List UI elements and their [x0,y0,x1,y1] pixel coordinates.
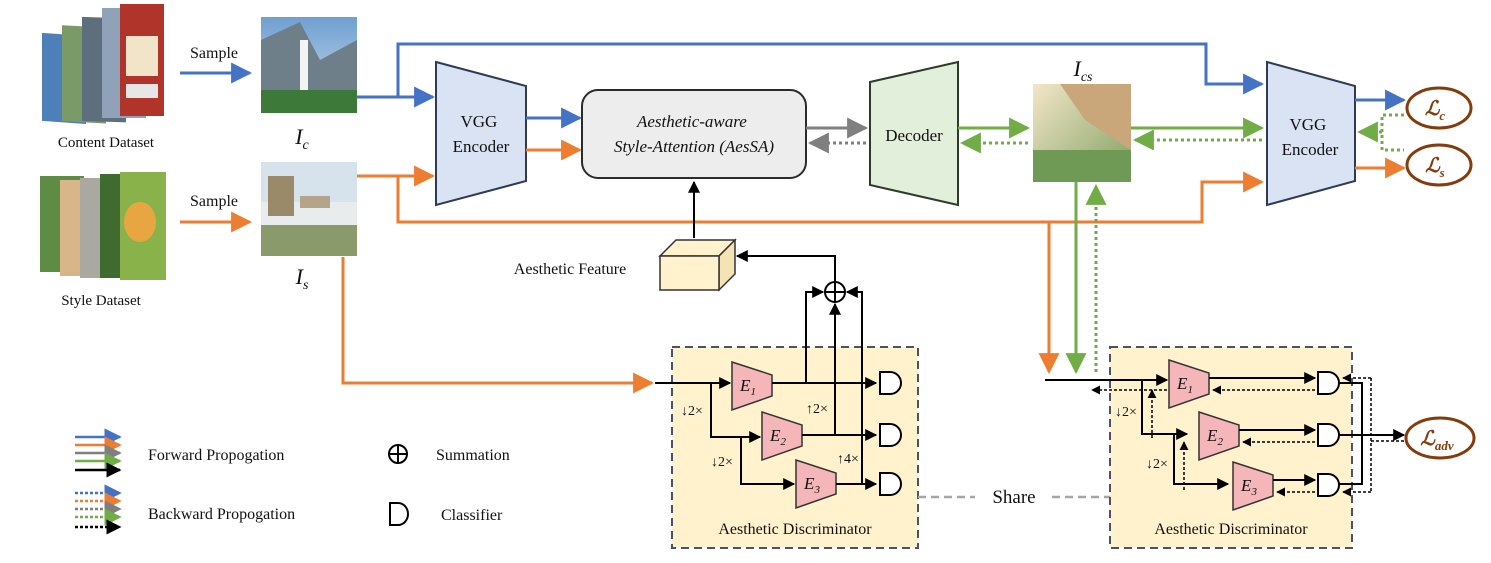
share-label: Share [992,487,1035,508]
e3-block [795,458,837,510]
classifier-3 [879,472,902,496]
adversarial-loss-label: ℒadv [1420,428,1453,453]
e3-block-2 [1232,460,1274,512]
svg-text:E1: E1 [1176,374,1193,396]
e2-block-2 [1198,410,1240,462]
content-dataset-label: Content Dataset [58,135,155,151]
svg-text:↑4×: ↑4× [837,452,859,467]
style-loss-label: ℒs [1425,155,1444,180]
content-loss-label: ℒc [1425,98,1445,123]
svg-text:E3: E3 [803,474,820,496]
legend [75,428,409,535]
sum-to-feature-arrow [735,250,836,282]
stylized-image [1033,84,1131,182]
svg-text:E2: E2 [1206,426,1223,448]
classifier-3-2 [1317,473,1340,497]
discriminator-2-label: Aesthetic Discriminator [1154,521,1308,538]
content-dataset-stack [42,4,164,125]
decoder-module [869,60,959,207]
svg-text:↑2×: ↑2× [806,402,828,417]
content-image [261,17,357,113]
e1-block-2 [1168,358,1210,410]
aessa-label: Aesthetic-aware Style-Attention (AesSA) [614,112,774,156]
svg-text:↓2×: ↓2× [1115,405,1137,420]
e1-block [731,360,773,412]
style-loss [1405,143,1473,187]
svg-text:↓2×: ↓2× [1146,457,1168,472]
discriminator-1-label: Aesthetic Discriminator [718,521,872,538]
legend-summation: Summation [436,447,510,464]
svg-text:E1: E1 [739,376,756,398]
vgg-encoder-1-label: VGG Encoder [453,112,510,156]
style-dataset-label: Style Dataset [61,293,141,309]
aesthetic-feature-block [658,238,737,292]
style-image-label: Is [295,264,309,293]
style-to-second-encoder-arrow [396,171,1265,224]
classifier-2 [879,423,902,447]
content-to-second-encoder-arrow [357,42,1265,99]
aesthetic-feature-label: Aesthetic Feature [514,261,626,278]
svg-text:↓2×: ↓2× [681,404,703,419]
svg-text:E3: E3 [1240,476,1257,498]
stylized-image-label: Ics [1073,56,1094,85]
style-to-discriminator-arrow [341,257,655,394]
style-dataset-stack [40,172,166,280]
decoder-label: Decoder [885,126,943,145]
legend-classifier: Classifier [441,507,503,524]
classifier-1-2 [1317,371,1340,395]
legend-backward: Backward Propogation [148,506,295,523]
adversarial-loss [1404,416,1476,460]
svg-text:↓2×: ↓2× [711,455,733,470]
aessa-module [581,89,807,179]
classifier-2-2 [1317,423,1340,447]
content-image-label: Ic [294,124,309,153]
style-sample-label: Sample [190,193,238,210]
e2-block [761,410,803,462]
vgg-encoder-1 [435,60,527,207]
vgg-encoder-2 [1266,60,1356,207]
legend-forward: Forward Propogation [148,447,284,464]
loss-backward-bracket [1380,113,1404,152]
content-sample-label: Sample [190,45,238,62]
vgg-encoder-2-label: VGG Encoder [1282,115,1339,159]
classifier-1 [879,371,902,395]
style-image [261,162,357,256]
svg-text:E2: E2 [769,426,786,448]
content-loss [1405,86,1473,130]
